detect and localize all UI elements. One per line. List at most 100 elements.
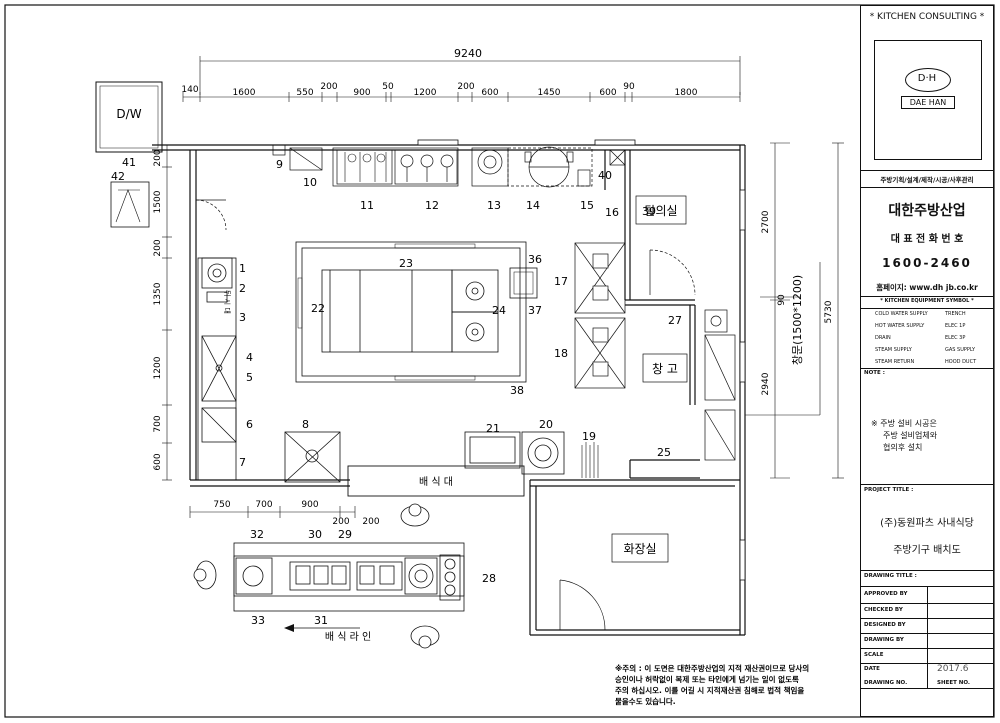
tb-company: 대한주방산업 bbox=[888, 203, 966, 219]
serving-table-box bbox=[347, 465, 525, 497]
room-toilet: 화장실 bbox=[623, 542, 656, 556]
window-label: 창문(1500*1200) bbox=[791, 275, 804, 365]
legend-2-1: ELEC 3P bbox=[945, 335, 966, 341]
item-39: 39 bbox=[642, 205, 656, 218]
windows bbox=[417, 139, 746, 581]
item-38: 38 bbox=[510, 384, 524, 397]
footnote: ※주의 : 이 도면은 대한주방산업의 지적 재산권이므로 당사의 승인이나 허… bbox=[615, 663, 809, 706]
item-28: 28 bbox=[482, 572, 496, 585]
right-dimensions bbox=[745, 142, 844, 479]
item-18: 18 bbox=[554, 347, 568, 360]
dim-left-6: 600 bbox=[153, 453, 163, 470]
dim-top-1: 1600 bbox=[233, 88, 256, 98]
tb-homepage: 홈페이지: www.dh jb.co.kr bbox=[876, 283, 978, 292]
legend-4-0: STEAM RETURN bbox=[875, 359, 915, 365]
tb-row-drawing-by: DRAWING BY bbox=[864, 637, 904, 643]
item-3: 3 bbox=[239, 311, 246, 324]
dim-top-3: 200 bbox=[320, 82, 337, 92]
item-19: 19 bbox=[582, 430, 596, 443]
room-locker: 탈의실 bbox=[644, 204, 677, 218]
item-17: 17 bbox=[554, 275, 568, 288]
item-41: 41 bbox=[122, 156, 136, 169]
item-21: 21 bbox=[486, 422, 500, 435]
people-figures bbox=[193, 503, 440, 649]
dim-top-8: 600 bbox=[481, 88, 498, 98]
item-9: 9 bbox=[276, 158, 283, 171]
item-36: 36 bbox=[528, 253, 542, 266]
item-13: 13 bbox=[487, 199, 501, 212]
item-40: 40 bbox=[598, 169, 612, 182]
item-11: 11 bbox=[360, 199, 374, 212]
toilet-label-box bbox=[611, 533, 669, 563]
dim-left-2: 200 bbox=[153, 239, 163, 256]
tb-row-date: DATE bbox=[864, 666, 880, 672]
item-36-box bbox=[509, 267, 538, 299]
right-dim-labels: 2700 90 2940 5730 창문(1500*1200) bbox=[761, 210, 834, 395]
tb-note-line-1: 주방 설비업체와 bbox=[883, 431, 938, 440]
dim-left-4: 1200 bbox=[153, 356, 163, 379]
center-island bbox=[295, 241, 527, 383]
tb-row-checked: CHECKED BY bbox=[864, 607, 903, 613]
dim-right-2: 2940 bbox=[761, 372, 771, 395]
item-42-box bbox=[110, 181, 150, 228]
left-dim-labels: 200 1500 200 1350 1200 700 600 bbox=[153, 149, 163, 470]
legend-0-1: TRENCH bbox=[945, 311, 966, 317]
item-32: 32 bbox=[250, 528, 264, 541]
room-storage: 창 고 bbox=[652, 362, 678, 376]
tb-logo-frame bbox=[874, 40, 982, 160]
item-4: 4 bbox=[246, 351, 253, 364]
legend-4-1: HOOD DUCT bbox=[945, 359, 977, 365]
tb-row-scale: SCALE bbox=[864, 652, 884, 658]
tb-logo-text: DAE HAN bbox=[901, 96, 955, 109]
bottom-dim-labels: 750 700 900 200 200 bbox=[213, 500, 379, 527]
item-6: 6 bbox=[246, 418, 253, 431]
dim-right-3: 5730 bbox=[824, 300, 834, 323]
tb-rows-divider bbox=[927, 586, 928, 688]
top-dim-labels: 140 1600 550 200 900 50 1200 200 600 145… bbox=[181, 82, 697, 98]
top-equipment bbox=[272, 144, 626, 188]
dim-bottom-1: 700 bbox=[255, 500, 272, 510]
item-16: 16 bbox=[605, 206, 619, 219]
dim-top-11: 90 bbox=[623, 82, 635, 92]
item-30: 30 bbox=[308, 528, 322, 541]
footnote-line-3: 물을수도 있습니다. bbox=[615, 696, 676, 706]
legend-2-0: DRAIN bbox=[875, 335, 891, 341]
room-serving-table: 배 식 대 bbox=[419, 476, 453, 488]
storage-label-box bbox=[642, 353, 688, 383]
item-42: 42 bbox=[111, 170, 125, 183]
item-25: 25 bbox=[657, 446, 671, 459]
legend-3-1: GAS SUPPLY bbox=[945, 347, 976, 353]
tb-note-line-2: 협의후 설치 bbox=[883, 443, 923, 452]
dim-right-0: 2700 bbox=[761, 210, 771, 233]
dishwasher-box bbox=[95, 81, 163, 153]
dim-top-9: 1450 bbox=[538, 88, 561, 98]
dim-total-width: 9240 bbox=[454, 47, 482, 60]
footnote-line-0: ※주의 : 이 도면은 대한주방산업의 지적 재산권이므로 당사의 bbox=[615, 663, 809, 673]
item-15: 15 bbox=[580, 199, 594, 212]
tb-row-designed: DESIGNED BY bbox=[864, 622, 906, 628]
tb-sheet-no: SHEET NO. bbox=[937, 680, 970, 686]
tb-date-value: 2017.6 bbox=[937, 664, 969, 674]
item-7: 7 bbox=[239, 456, 246, 469]
dim-top-6: 1200 bbox=[414, 88, 437, 98]
item-31: 31 bbox=[314, 614, 328, 627]
dim-bottom-2: 900 bbox=[301, 500, 318, 510]
room-dw: D/W bbox=[116, 107, 141, 121]
wash-vertical-label: 뒤 시 대 bbox=[223, 290, 231, 314]
storage-racks bbox=[704, 309, 736, 461]
serving-line-arrowhead bbox=[284, 624, 294, 632]
item-33: 33 bbox=[251, 614, 265, 627]
dim-bottom-0: 750 bbox=[213, 500, 230, 510]
item-14: 14 bbox=[526, 199, 540, 212]
tb-services: 주방기획/설계/제작/시공/사후관리 bbox=[880, 176, 974, 184]
dim-top-12: 1800 bbox=[675, 88, 698, 98]
dishwasher-inner bbox=[99, 85, 159, 149]
item-2: 2 bbox=[239, 282, 246, 295]
tb-note-label: NOTE : bbox=[864, 370, 885, 376]
locker-label-box bbox=[635, 195, 687, 225]
top-dimensions bbox=[182, 56, 741, 102]
item-8: 8 bbox=[302, 418, 309, 431]
left-dimensions bbox=[162, 144, 172, 481]
dim-top-2: 550 bbox=[296, 88, 313, 98]
dim-top-5: 50 bbox=[382, 82, 394, 92]
